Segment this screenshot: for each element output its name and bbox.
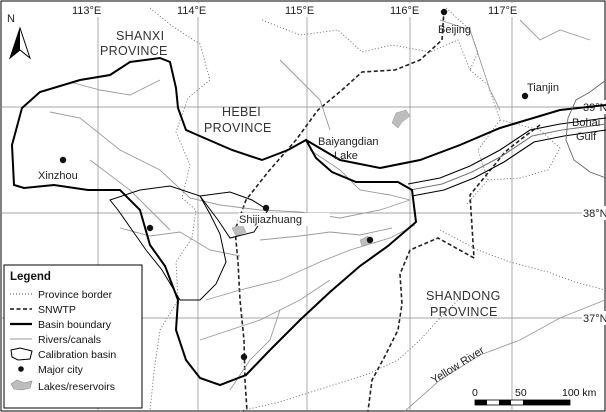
river-7 xyxy=(259,227,393,241)
hebei-shandong-border xyxy=(439,229,606,291)
beijing-north-border xyxy=(445,7,479,71)
canal-outer-1 xyxy=(407,117,606,185)
grey-shape-icon xyxy=(10,379,33,391)
legend-label-snwtp: SNWTP xyxy=(38,304,76,316)
rivers xyxy=(49,19,606,412)
province-label-shandong-line-1: SHANDONG xyxy=(426,289,501,303)
legend-label-basin-boundary: Basin boundary xyxy=(38,319,112,331)
scale-segment-1 xyxy=(475,400,487,405)
river-6 xyxy=(199,279,331,341)
gulf-label-line-1: Bohai xyxy=(572,117,600,129)
beijing-tianjin-border xyxy=(465,69,501,206)
basin-boundary-east xyxy=(305,104,606,170)
north-arrow: N xyxy=(7,13,32,60)
scale-label-50: 50 xyxy=(515,387,527,399)
scale-segment-2 xyxy=(499,400,511,405)
lake-label-line-2: Lake xyxy=(334,150,358,162)
snwtp-tianjin-branch xyxy=(469,124,541,259)
river-1 xyxy=(49,111,411,219)
lon-label-116: 116°E xyxy=(390,5,419,17)
lake-label-line-1: Baiyangdian xyxy=(318,136,379,148)
calibration-basin-west xyxy=(109,185,227,301)
dot-icon xyxy=(18,366,24,372)
basin-boundary xyxy=(10,56,418,387)
lakes xyxy=(231,109,411,247)
legend-label-lakes: Lakes/reservoirs xyxy=(38,381,115,393)
city-dot-unlabeled-3 xyxy=(240,353,248,361)
scale-label-0: 0 xyxy=(472,387,478,399)
snwtp-routes xyxy=(234,9,541,412)
scale-label-100: 100 km xyxy=(562,387,597,399)
baiyangdian-lake xyxy=(391,109,411,129)
scale-bar: 0 50 100 km xyxy=(472,387,597,406)
legend: Legend Province border SNWTP Basin bound… xyxy=(3,264,143,409)
lon-label-114: 114°E xyxy=(177,5,206,17)
legend-label-rivers: Rivers/canals xyxy=(38,334,101,346)
city-label-xinzhou: Xinzhou xyxy=(38,170,78,182)
lon-label-115: 115°E xyxy=(285,5,314,17)
river-8 xyxy=(309,149,411,201)
river-9 xyxy=(229,309,281,391)
city-dot-tianjin xyxy=(521,92,529,100)
province-label-shandong-line-2: PROVINCE xyxy=(430,305,498,319)
province-label-hebei-line-1: HEBEI xyxy=(222,105,261,119)
legend-label-province-border: Province border xyxy=(38,289,113,301)
lat-label-38: 38°N xyxy=(583,208,606,220)
river-10 xyxy=(439,19,501,111)
river-12 xyxy=(279,59,331,131)
outline-shape-icon xyxy=(10,347,33,361)
river-5 xyxy=(205,224,416,301)
city-label-shijiazhuang: Shijiazhuang xyxy=(239,214,302,226)
river-4 xyxy=(119,227,241,257)
province-borders xyxy=(149,7,606,412)
north-label: N xyxy=(7,13,15,25)
city-dot-unlabeled-2 xyxy=(366,236,374,244)
city-dot-shijiazhuang xyxy=(262,204,270,212)
lat-label-37: 37°N xyxy=(583,313,606,325)
bohai-gulf-coast xyxy=(565,79,606,179)
yellow-river xyxy=(404,299,606,412)
province-label-shanxi-line-2: PROVINCE xyxy=(100,44,168,58)
lon-label-113: 113°E xyxy=(72,5,101,17)
river-3 xyxy=(89,159,171,231)
city-label-tianjin: Tianjin xyxy=(527,82,559,94)
scale-segment-3 xyxy=(523,400,570,405)
legend-title: Legend xyxy=(10,271,51,283)
legend-label-major-city: Major city xyxy=(38,364,84,376)
river-11 xyxy=(519,19,591,41)
cities xyxy=(59,8,529,361)
shanxi-hebei-border xyxy=(149,7,211,412)
legend-label-calibration-basin: Calibration basin xyxy=(38,349,116,361)
city-dot-unlabeled-1 xyxy=(146,224,154,232)
canal-outer-2 xyxy=(411,129,606,197)
gulf-label-line-2: Gulf xyxy=(576,131,597,143)
canals-to-gulf xyxy=(407,117,606,197)
snwtp-middle-route xyxy=(234,9,445,412)
province-label-shanxi-line-1: SHANXI xyxy=(116,29,164,43)
canal-middle xyxy=(409,123,606,191)
city-dot-xinzhou xyxy=(59,156,67,164)
city-dot-beijing xyxy=(440,8,448,16)
province-label-hebei-line-2: PROVINCE xyxy=(204,121,272,135)
city-label-beijing: Beijing xyxy=(438,24,471,36)
lon-label-117: 117°E xyxy=(488,5,517,17)
tianjin-border xyxy=(487,119,561,181)
shandong-west-border xyxy=(239,299,459,412)
river-2 xyxy=(69,79,161,96)
